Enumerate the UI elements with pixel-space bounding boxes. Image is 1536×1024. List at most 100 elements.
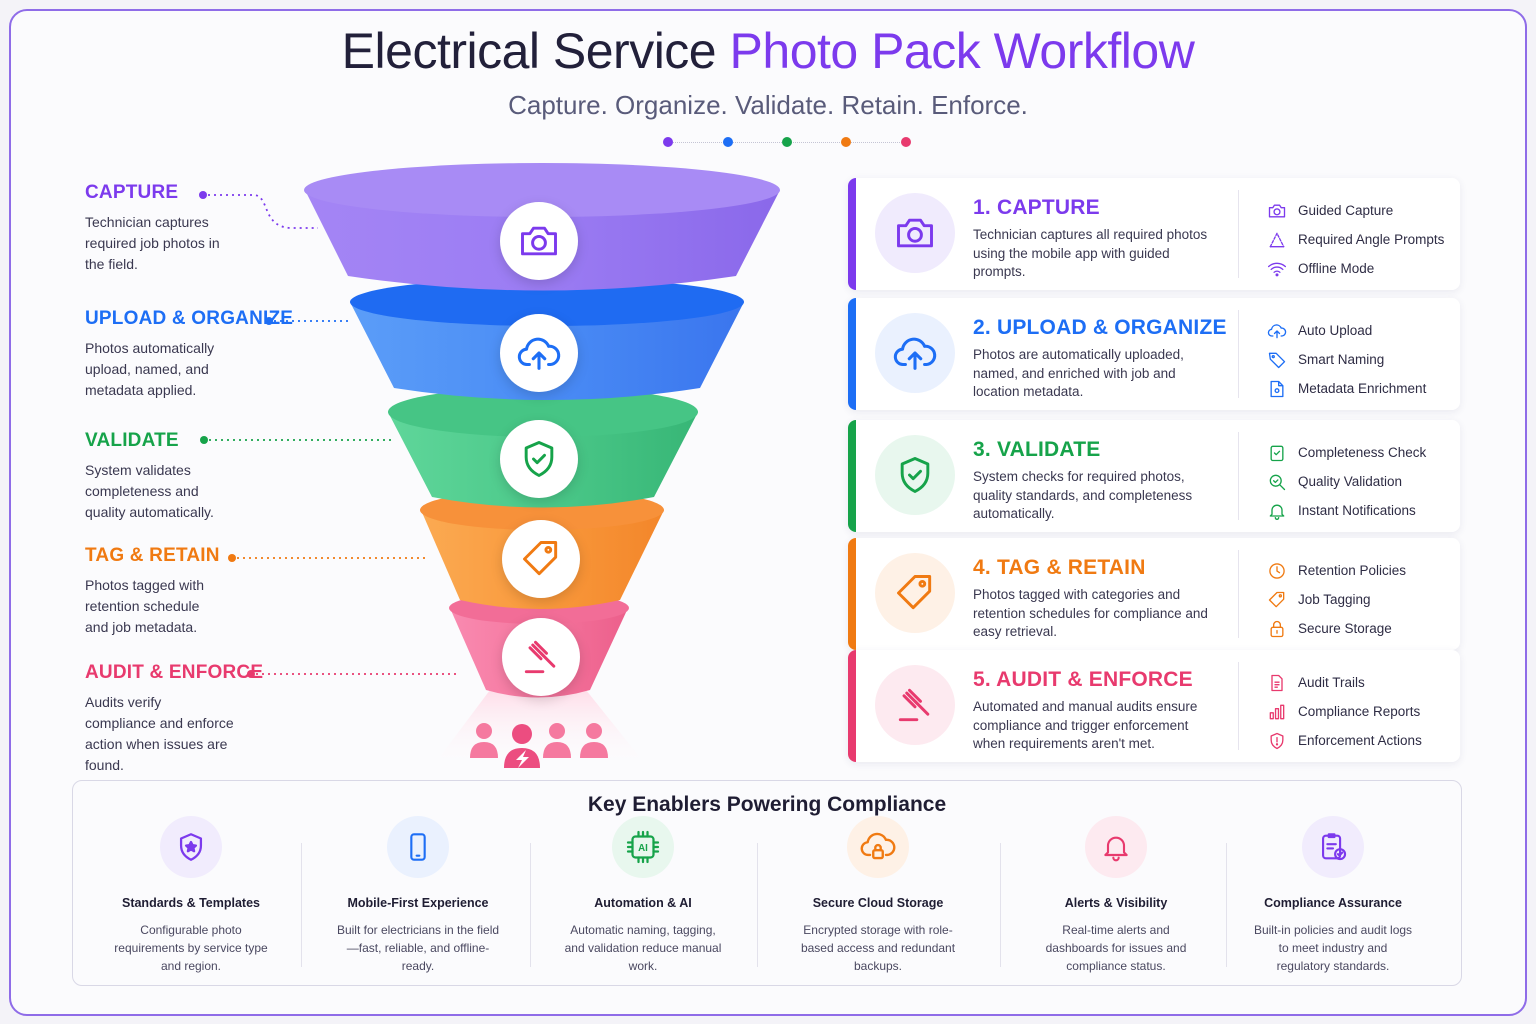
card-desc: Photos tagged with categories and retent… (973, 587, 1208, 639)
feature-label: Guided Capture (1298, 203, 1394, 218)
feature-item: Required Angle Prompts (1266, 225, 1444, 254)
clipboard-check-icon (1302, 816, 1364, 878)
funnel-cloud-upload-icon (500, 314, 578, 392)
enabler-standards: Standards & Templates Configurable photo… (91, 816, 291, 975)
dot-tag (841, 137, 851, 147)
feature-item: Job Tagging (1266, 585, 1406, 614)
enablers-title: Key Enablers Powering Compliance (587, 793, 947, 816)
tag-icon (1266, 589, 1288, 611)
card-desc: System checks for required photos, quali… (973, 469, 1193, 521)
enabler-compliance: Compliance Assurance Built-in policies a… (1233, 816, 1433, 975)
dot-capture (663, 137, 673, 147)
feature-label: Required Angle Prompts (1298, 232, 1445, 247)
dot-upload (723, 137, 733, 147)
wifi-icon (1266, 258, 1288, 280)
camera-icon (1266, 200, 1288, 222)
left-step-capture: CAPTURE Technician captures required job… (85, 182, 305, 275)
tag-icon (1266, 349, 1288, 371)
feature-label: Smart Naming (1298, 352, 1385, 367)
bar-chart-icon (1266, 701, 1288, 723)
feature-item: Auto Upload (1266, 316, 1426, 345)
angle-icon (1266, 229, 1288, 251)
feature-item: Quality Validation (1266, 467, 1426, 496)
enabler-cloud: Secure Cloud Storage Encrypted storage w… (778, 816, 978, 975)
cloud-upload-icon (1266, 320, 1288, 342)
feature-label: Enforcement Actions (1298, 733, 1422, 748)
left-step-title: CAPTURE (85, 182, 179, 203)
feature-label: Compliance Reports (1298, 704, 1421, 719)
step-card-audit: 5. AUDIT & ENFORCE Automated and manual … (848, 650, 1460, 762)
phone-icon (387, 816, 449, 878)
left-step-desc: Technician captures required job photos … (85, 214, 220, 272)
enabler-title: Secure Cloud Storage (812, 896, 944, 910)
step-card-validate: 3. VALIDATE System checks for required p… (848, 420, 1460, 532)
feature-label: Completeness Check (1298, 445, 1427, 460)
left-step-tag: TAG & RETAIN Photos tagged with retentio… (85, 545, 305, 638)
feature-item: Guided Capture (1266, 196, 1444, 225)
feature-item: Completeness Check (1266, 438, 1426, 467)
left-step-upload: UPLOAD & ORGANIZE Photos automatically u… (85, 308, 305, 401)
feature-item: Instant Notifications (1266, 496, 1426, 525)
ai-chip-icon: AI (612, 816, 674, 878)
enabler-title: Mobile-First Experience (347, 896, 489, 910)
left-step-desc: Photos tagged with retention schedule an… (85, 577, 205, 635)
shield-star-icon (160, 816, 222, 878)
bell-icon (1085, 816, 1147, 878)
left-step-title: UPLOAD & ORGANIZE (85, 308, 294, 329)
feature-label: Auto Upload (1298, 323, 1373, 338)
card-desc: Technician captures all required photos … (973, 227, 1208, 279)
step-card-capture: 1. CAPTURE Technician captures all requi… (848, 178, 1460, 290)
lock-icon (1266, 618, 1288, 640)
funnel-camera-icon (500, 202, 578, 280)
title-plain: Electrical Service (341, 23, 717, 79)
enabler-desc: Real-time alerts and dashboards for issu… (1045, 923, 1187, 973)
feature-label: Offline Mode (1298, 261, 1375, 276)
enabler-desc: Built-in policies and audit logs to meet… (1253, 923, 1413, 973)
feature-item: Retention Policies (1266, 556, 1406, 585)
shield-check-icon (875, 435, 955, 515)
document-icon (1266, 672, 1288, 694)
clipboard-check-icon (1266, 442, 1288, 464)
card-title: 5. AUDIT & ENFORCE (973, 668, 1193, 691)
feature-label: Metadata Enrichment (1298, 381, 1427, 396)
svg-text:AI: AI (638, 843, 648, 854)
left-step-desc: Photos automatically upload, named, and … (85, 340, 215, 398)
feature-label: Quality Validation (1298, 474, 1403, 489)
funnel-shield-check-icon (500, 420, 578, 498)
feature-item: Secure Storage (1266, 614, 1406, 643)
card-title: 3. VALIDATE (973, 438, 1101, 461)
feature-item: Smart Naming (1266, 345, 1426, 374)
enabler-mobile: Mobile-First Experience Built for electr… (318, 816, 518, 975)
dot-audit (901, 137, 911, 147)
feature-item: Audit Trails (1266, 668, 1422, 697)
feature-item: Metadata Enrichment (1266, 374, 1426, 403)
enabler-title: Alerts & Visibility (1064, 896, 1168, 910)
step-card-tag: 4. TAG & RETAIN Photos tagged with categ… (848, 538, 1460, 650)
clock-icon (1266, 560, 1288, 582)
page-title: Electrical Service Photo Pack Workflow (0, 22, 1536, 80)
left-step-title: VALIDATE (85, 430, 179, 451)
card-desc: Automated and manual audits ensure compl… (973, 699, 1198, 751)
enabler-desc: Built for electricians in the field—fast… (336, 923, 500, 973)
feature-label: Job Tagging (1298, 592, 1371, 607)
bell-icon (1266, 500, 1288, 522)
feature-item: Offline Mode (1266, 254, 1444, 283)
card-title: 4. TAG & RETAIN (973, 556, 1146, 579)
feature-label: Instant Notifications (1298, 503, 1416, 518)
cloud-lock-icon (847, 816, 909, 878)
feature-label: Secure Storage (1298, 621, 1392, 636)
shield-alert-icon (1266, 730, 1288, 752)
page-subtitle: Capture. Organize. Validate. Retain. Enf… (508, 90, 1028, 120)
enabler-desc: Configurable photo requirements by servi… (114, 923, 268, 973)
cloud-upload-icon (875, 313, 955, 393)
tag-icon (875, 553, 955, 633)
feature-label: Audit Trails (1298, 675, 1365, 690)
card-title: 2. UPLOAD & ORGANIZE (973, 316, 1227, 339)
enabler-title: Automation & AI (594, 896, 692, 910)
left-step-desc: Audits verify compliance and enforce act… (85, 694, 234, 773)
file-location-icon (1266, 378, 1288, 400)
funnel-tag-icon (502, 520, 580, 598)
color-dots (660, 137, 920, 149)
enabler-title: Compliance Assurance (1264, 896, 1402, 910)
